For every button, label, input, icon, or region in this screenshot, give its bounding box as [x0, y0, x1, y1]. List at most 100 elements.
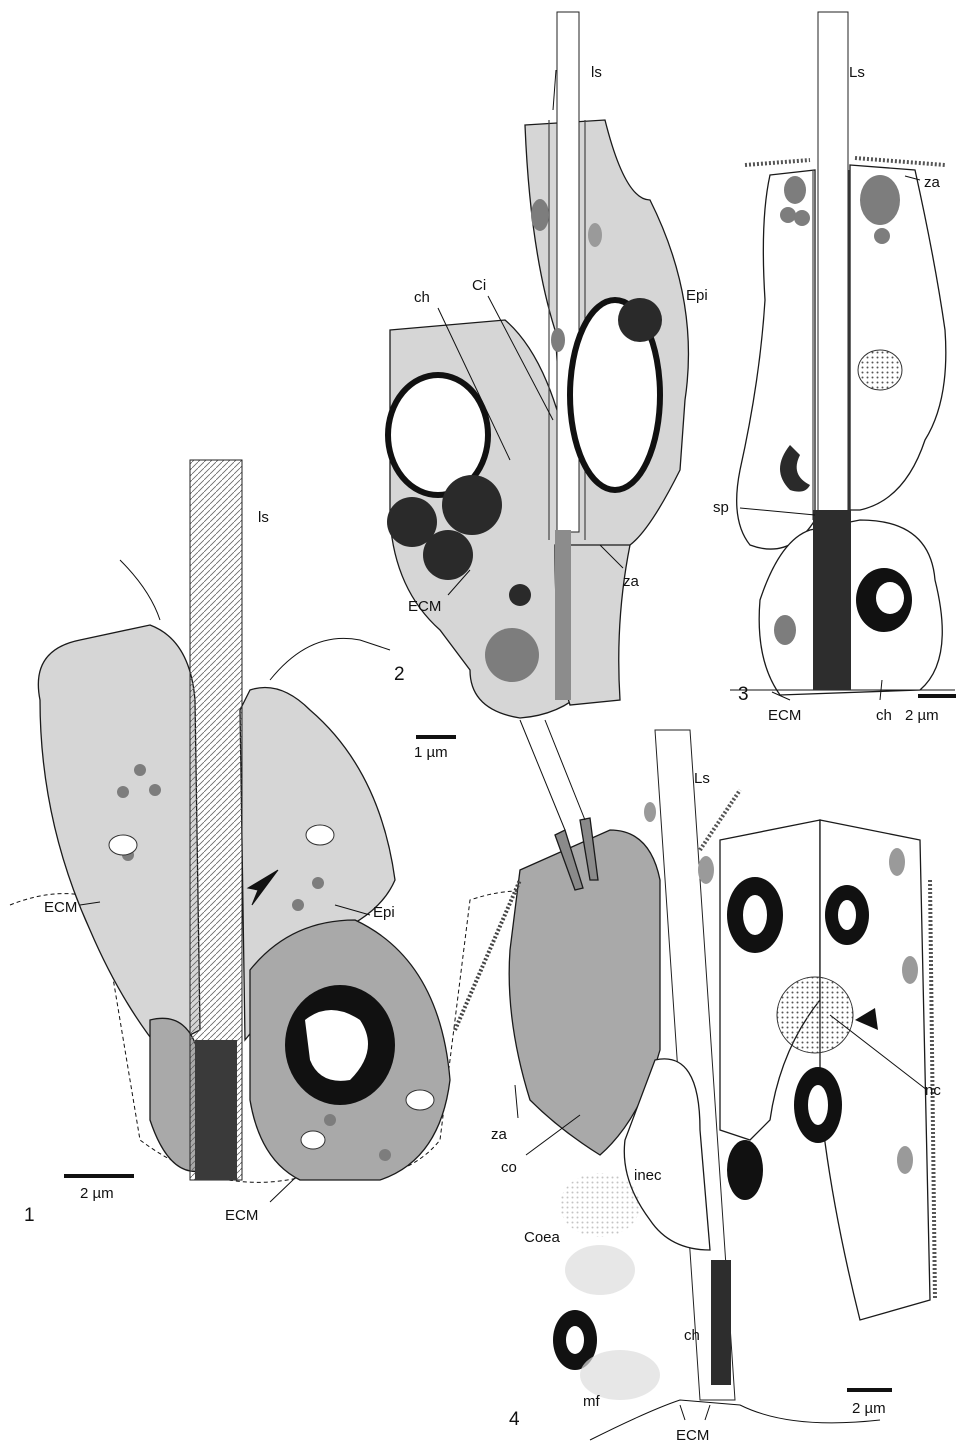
panel1-label-ecm-bottom: ECM: [225, 1207, 258, 1224]
panel4-nucleus-inner: [566, 1326, 584, 1354]
panel2-granule: [423, 530, 473, 580]
panel3-label-sp: sp: [713, 499, 729, 516]
panel1-organelle: [117, 786, 129, 798]
panel3-ciliary-rootlet: [813, 510, 851, 690]
panel1-mitochondrion: [306, 825, 334, 845]
panel3-nucleus-inner: [876, 582, 904, 614]
panel2-organelle: [588, 223, 602, 247]
panel2-organelle: [531, 199, 549, 231]
panel4-ecm-line: [590, 1400, 880, 1440]
panel3-label-za: za: [924, 174, 941, 191]
panel4-leader-ecm-2: [705, 1405, 710, 1420]
panel3-number: 3: [738, 684, 749, 705]
panel1-number: 1: [24, 1205, 35, 1226]
panel2-cilia-border-left: [548, 120, 554, 540]
panel2-cilium-rootlet: [555, 530, 571, 700]
panel2-label-ls: ls: [591, 64, 602, 81]
panel1-vacuole: [301, 1131, 325, 1149]
panel2-label-za: za: [623, 573, 640, 590]
panel4-organelle: [644, 802, 656, 822]
panel2-number: 2: [394, 664, 405, 685]
panel4-label-coea: Coea: [524, 1229, 561, 1246]
panel3-label-ch: ch: [876, 707, 892, 724]
panel3-scale-label: 2 µm: [905, 707, 939, 724]
panel3-surface-left: [745, 160, 810, 165]
panel-3: Ls za sp ECM ch 2 µm 3: [713, 12, 956, 724]
panel3-label-ls: Ls: [849, 64, 865, 81]
panel2-label-epi: Epi: [686, 287, 708, 304]
panel2-scale-label: 1 µm: [414, 744, 448, 761]
panel4-coelom-shape: [565, 1245, 635, 1295]
panel1-surface-right: [270, 638, 390, 680]
panel3-organelle: [774, 615, 796, 645]
panel3-surface-right: [855, 158, 945, 165]
panel3-organelle: [780, 207, 796, 223]
panel3-scale-bar: [918, 694, 956, 698]
panel1-label-ecm-left: ECM: [44, 899, 77, 916]
panel4-label-nc: nc: [925, 1082, 941, 1099]
panel4-nucleus-inner: [743, 895, 767, 935]
panel4-nerve-cluster: [777, 977, 853, 1053]
panel3-cilium: [818, 12, 848, 512]
panel3-cilia-border-right: [848, 170, 854, 520]
panel1-scale-label: 2 µm: [80, 1185, 114, 1202]
panel-2: ls ch Ci Epi za ECM 1 µm 2: [387, 12, 708, 761]
panel4-organelle: [698, 856, 714, 884]
panel2-granule: [509, 584, 531, 606]
panel1-organelle: [292, 899, 304, 911]
panel4-label-ecm: ECM: [676, 1427, 709, 1444]
panel4-leader-ecm: [680, 1405, 685, 1420]
panel4-cilium-base: [711, 1260, 731, 1385]
panel2-organelle: [551, 328, 565, 352]
panel4-leader-za: [515, 1085, 518, 1118]
panel4-label-co: co: [501, 1159, 517, 1176]
panel4-scale-bar: [847, 1388, 892, 1392]
panel1-organelle: [324, 1114, 336, 1126]
panel4-nucleus: [727, 1140, 763, 1200]
panel4-organelle: [897, 1146, 913, 1174]
panel1-label-ls: ls: [258, 509, 269, 526]
panel2-label-ch: ch: [414, 289, 430, 306]
panel2-label-ecm: ECM: [408, 598, 441, 615]
panel3-organelle: [794, 210, 810, 226]
panel3-organelle: [784, 176, 806, 204]
panel1-organelle: [134, 764, 146, 776]
panel2-arrow-line: [553, 70, 556, 110]
panel4-microvillus: [520, 720, 565, 830]
panel1-surface-left: [120, 560, 160, 620]
panel4-scale-label: 2 µm: [852, 1400, 886, 1417]
panel3-organelle: [874, 228, 890, 244]
panel4-label-ls: Ls: [694, 770, 710, 787]
panel-4: Ls za co inec nc Coea ch mf ECM 2 µm 4: [455, 720, 941, 1444]
panel4-nucleus-inner: [808, 1085, 828, 1125]
panel2-scale-bar: [416, 735, 456, 739]
panel2-vesicle: [485, 628, 539, 682]
panel4-nucleus-inner: [838, 900, 856, 930]
panel1-organelle: [379, 1149, 391, 1161]
panel3-granule-cluster: [858, 350, 902, 390]
panel1-scale-bar: [64, 1174, 134, 1178]
panel4-organelle: [889, 848, 905, 876]
panel2-label-ci: Ci: [472, 277, 486, 294]
panel4-label-inec: inec: [634, 1167, 662, 1184]
panel1-label-epi: Epi: [373, 904, 395, 921]
panel3-label-ecm: ECM: [768, 707, 801, 724]
panel2-granule: [618, 298, 662, 342]
panel3-cilia-border-left: [812, 170, 818, 520]
panel4-microvillus: [545, 720, 585, 820]
panel3-left-cell: [737, 170, 815, 549]
panel3-right-cell: [850, 165, 946, 510]
panel4-organelle: [902, 956, 918, 984]
panel4-number: 4: [509, 1409, 520, 1430]
panel3-organelle: [860, 175, 900, 225]
panel1-mitochondrion: [109, 835, 137, 855]
panel4-coelom-shape: [560, 1173, 640, 1237]
panel4-label-za: za: [491, 1126, 508, 1143]
panel1-shaft-base: [195, 1040, 237, 1180]
panel1-organelle: [312, 877, 324, 889]
panel4-label-mf: mf: [583, 1393, 600, 1410]
panel1-mitochondrion: [406, 1090, 434, 1110]
panel1-organelle: [149, 784, 161, 796]
panel2-granule: [442, 475, 502, 535]
